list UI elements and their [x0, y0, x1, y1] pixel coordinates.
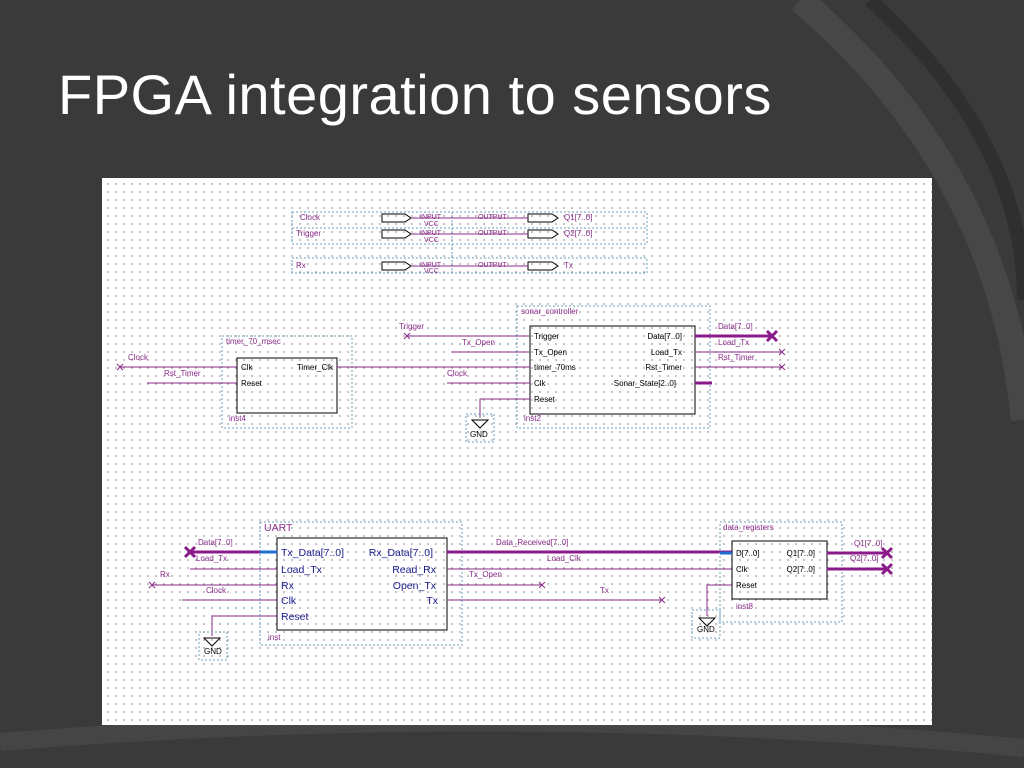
sonar-port-tx-open: Tx_Open	[534, 348, 567, 357]
net-data-received: Data_Received[7..0]	[496, 538, 569, 547]
sonar-port-timer-70ms: timer_70ms	[534, 363, 576, 372]
net-tx-open-in: Tx_Open	[462, 338, 495, 347]
uart-port-rx: Rx	[281, 580, 295, 592]
uart-port-reset: Reset	[281, 611, 309, 623]
net-tx-open-out: Tx_Open	[469, 570, 502, 579]
uart-port-open-tx: Open_Tx	[393, 580, 437, 592]
registers-gnd-label: GND	[697, 625, 715, 634]
sonar-inst-label: inst2	[524, 414, 541, 423]
timer-port-clk: Clk	[241, 363, 254, 372]
pin-q2-label: Q2[7..0]	[564, 229, 592, 238]
net-data-out: Data[7..0]	[718, 322, 753, 331]
net-rx: Rx	[160, 570, 170, 579]
uart-port-clk: Clk	[281, 595, 297, 607]
net-load-clk: Load_Clk	[547, 554, 582, 563]
registers-port-q2: Q2[7..0]	[787, 565, 815, 574]
net-clock-uart: Clock	[206, 586, 227, 595]
net-q1-out: Q1[7..0]	[854, 539, 882, 548]
pin-rx-vcc: VCC	[424, 268, 439, 275]
sonar-port-trigger: Trigger	[534, 332, 559, 341]
uart-port-rx-data: Rx_Data[7..0]	[369, 547, 433, 559]
schematic-canvas: Clock Trigger Rx INPUT VCC INPUT VCC INP…	[102, 178, 932, 725]
pin-trigger-vcc: VCC	[424, 237, 439, 244]
net-clock-timer: Clock	[128, 353, 149, 362]
pin-rx-label: Rx	[296, 261, 306, 270]
pin-clock-label: Clock	[300, 213, 321, 222]
sonar-port-data: Data[7..0]	[647, 332, 682, 341]
pin-q1-kind: OUTPUT	[478, 214, 508, 221]
net-data-in: Data[7..0]	[198, 538, 233, 547]
slide-title: FPGA integration to sensors	[58, 63, 772, 126]
registers-port-clk: Clk	[736, 565, 749, 574]
net-rst-timer-in: Rst_Timer	[164, 369, 201, 378]
registers-port-d: D[7..0]	[736, 549, 760, 558]
uart-inst-label: inst	[268, 633, 281, 642]
uart-port-read-rx: Read_Rx	[392, 564, 437, 576]
sonar-gnd-label: GND	[470, 430, 488, 439]
timer-inst-label: inst4	[229, 414, 246, 423]
pin-tx-kind: OUTPUT	[478, 262, 508, 269]
pin-clock-kind: INPUT	[420, 214, 442, 221]
sonar-port-rst-timer: Rst_Timer	[645, 363, 682, 372]
timer-port-timer-clk: Timer_Clk	[297, 363, 334, 372]
pin-trigger-label: Trigger	[296, 229, 321, 238]
registers-port-reset: Reset	[736, 581, 758, 590]
pin-q2-kind: OUTPUT	[478, 230, 508, 237]
registers-port-q1: Q1[7..0]	[787, 549, 815, 558]
sonar-port-clk: Clk	[534, 379, 547, 388]
sonar-port-sonar-state: Sonar_State[2..0]	[614, 379, 676, 388]
pin-q1-label: Q1[7..0]	[564, 213, 592, 222]
uart-port-tx: Tx	[426, 595, 438, 607]
sonar-port-load-tx: Load_Tx	[651, 348, 682, 357]
pin-clock-vcc: VCC	[424, 221, 439, 228]
uart-port-load-tx: Load_Tx	[281, 564, 323, 576]
net-clock-sonar: Clock	[447, 369, 468, 378]
net-rst-timer-out: Rst_Timer	[718, 353, 755, 362]
uart-type-label: UART	[264, 522, 293, 534]
net-q2-out: Q2[7..0]	[850, 554, 878, 563]
registers-type-label: data_registers	[723, 523, 774, 532]
pin-trigger-kind: INPUT	[420, 230, 442, 237]
registers-inst-label: inst8	[736, 602, 753, 611]
net-load-tx-in: Load_Tx	[196, 554, 227, 563]
net-trigger: Trigger	[399, 322, 424, 331]
sonar-type-label: sonar_controller	[521, 307, 579, 316]
net-load-tx-out: Load_Tx	[718, 338, 749, 347]
sonar-port-reset: Reset	[534, 395, 556, 404]
pin-tx-label: Tx	[564, 261, 573, 270]
net-tx: Tx	[600, 586, 609, 595]
pin-rx-kind: INPUT	[420, 262, 442, 269]
uart-gnd-label: GND	[204, 647, 222, 656]
uart-port-tx-data: Tx_Data[7..0]	[281, 547, 344, 559]
timer-type-label: timer_70_msec	[226, 337, 281, 346]
timer-port-reset: Reset	[241, 379, 263, 388]
